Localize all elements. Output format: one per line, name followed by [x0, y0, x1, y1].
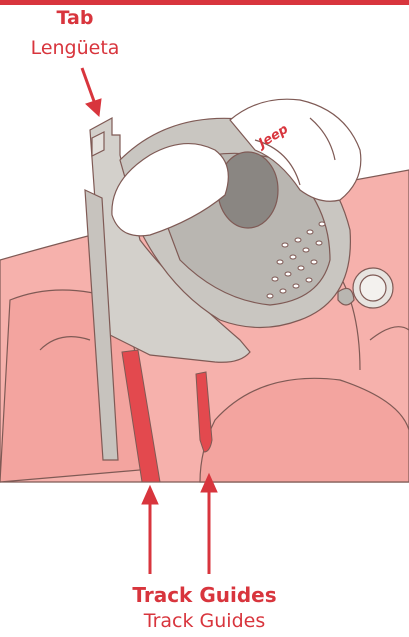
track-guides-label: Track Guides — [0, 583, 409, 607]
arrow-down-icon — [82, 68, 101, 116]
arrow-up-icon — [142, 486, 158, 574]
arrow-up-icon — [201, 474, 217, 574]
track-guides-label-spanish: Track Guides — [0, 610, 409, 632]
